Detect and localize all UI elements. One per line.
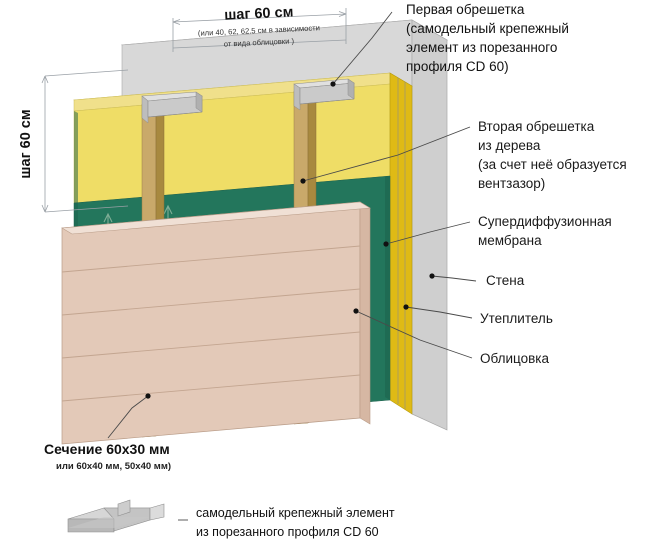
cladding-panel: [61, 201, 371, 445]
left-dim-ext-top: [44, 69, 129, 77]
cladding-top-edge: [61, 201, 371, 235]
section-note-line-1: Сечение 60х30 мм: [44, 441, 170, 457]
left-step-label: шаг 60 см: [18, 109, 34, 178]
top-step-label: шаг 60 см: [224, 4, 294, 23]
cd60-bracket-icon: [67, 499, 165, 533]
legend: самодельный крепежный элемент из порезан…: [67, 499, 395, 539]
left-dim-tick-bottom: [41, 204, 49, 213]
left-dimension: шаг 60 см: [18, 69, 129, 213]
cladding-seam-3: [61, 331, 361, 359]
top-dim-line-upper: [172, 13, 347, 23]
top-dim-tick-left: [172, 19, 181, 25]
callout-membrane: Супердиффузионная мембрана: [383, 214, 612, 248]
callout-membrane-line-1: Супердиффузионная: [478, 214, 612, 229]
callout-second-lathing-line-4: вентзазор): [478, 176, 545, 191]
section-note-dot: [145, 393, 151, 399]
wall-assembly-3d: [61, 19, 449, 445]
legend-line-1: самодельный крепежный элемент: [196, 506, 395, 520]
callout-cladding-label: Облицовка: [480, 351, 550, 366]
callout-membrane-leader: [385, 221, 471, 245]
callout-wall-leader: [431, 275, 477, 282]
callout-second-lathing-dot: [300, 178, 306, 184]
left-dim-ext-bottom: [44, 205, 129, 213]
callout-second-lathing-leader: [302, 126, 471, 182]
callout-wall: Стена: [429, 273, 525, 288]
callout-cladding-leader: [355, 310, 473, 359]
left-dim-tick-top: [41, 75, 49, 84]
bracket-left: [141, 91, 203, 124]
top-dim-tick-right: [338, 11, 347, 17]
cladding-seam-2: [61, 288, 361, 316]
bracket-icon-shade: [68, 517, 150, 528]
section-note-leader: [107, 395, 149, 439]
bracket-icon-tab-right: [149, 503, 165, 521]
cladding-face: [61, 201, 361, 445]
callout-first-lathing-leader: [332, 11, 393, 85]
insulation-side-face: [389, 72, 413, 415]
callout-wall-dot: [429, 273, 435, 279]
cd60-brackets: [141, 78, 355, 124]
callout-cladding: Облицовка: [353, 308, 550, 366]
cladding-seam-4: [61, 374, 361, 402]
callout-first-lathing-line-1: Первая обрешетка: [406, 2, 525, 17]
callout-second-lathing-line-1: Вторая обрешетка: [478, 119, 595, 134]
bracket-right: [293, 78, 355, 111]
bracket-icon-tab-left: [117, 499, 131, 517]
bracket-right-edge: [299, 98, 355, 105]
section-note: Сечение 60х30 мм или 60х40 мм, 50х40 мм): [44, 393, 171, 472]
cladding-seam-1: [61, 245, 361, 273]
callout-insulation-label: Утеплитель: [480, 311, 553, 326]
callout-first-lathing-line-3: элемент из порезанного: [406, 40, 557, 55]
callout-cladding-dot: [353, 308, 359, 314]
legend-line-2: из порезанного профиля CD 60: [196, 525, 379, 539]
bracket-left-edge: [147, 111, 203, 118]
callout-insulation-leader: [405, 306, 473, 319]
callout-first-lathing: Первая обрешетка (самодельный крепежный …: [330, 2, 569, 87]
callout-first-lathing-line-2: (самодельный крепежный: [406, 21, 569, 36]
callout-insulation: Утеплитель: [403, 304, 553, 326]
callout-first-lathing-line-4: профиля CD 60): [406, 59, 509, 74]
callout-membrane-dot: [383, 241, 389, 247]
callout-second-lathing-line-2: из дерева: [478, 138, 541, 153]
callout-second-lathing-line-3: (за счет неё образуется: [478, 157, 627, 172]
callout-membrane-line-2: мембрана: [478, 233, 542, 248]
bracket-right-endcap: [293, 83, 301, 111]
top-dim-line-lower: [172, 39, 347, 49]
callout-wall-label: Стена: [486, 273, 525, 288]
section-note-line-2: или 60х40 мм, 50х40 мм): [56, 461, 171, 472]
wall-side-face: [411, 19, 448, 431]
callout-insulation-dot: [403, 304, 409, 310]
bracket-left-endcap: [141, 95, 149, 124]
membrane-right-edge: [385, 176, 390, 400]
callout-first-lathing-dot: [330, 81, 336, 87]
callout-second-lathing: Вторая обрешетка из дерева (за счет неё …: [300, 119, 627, 191]
top-step-sub-line2: от вида облицовки ): [224, 36, 295, 48]
